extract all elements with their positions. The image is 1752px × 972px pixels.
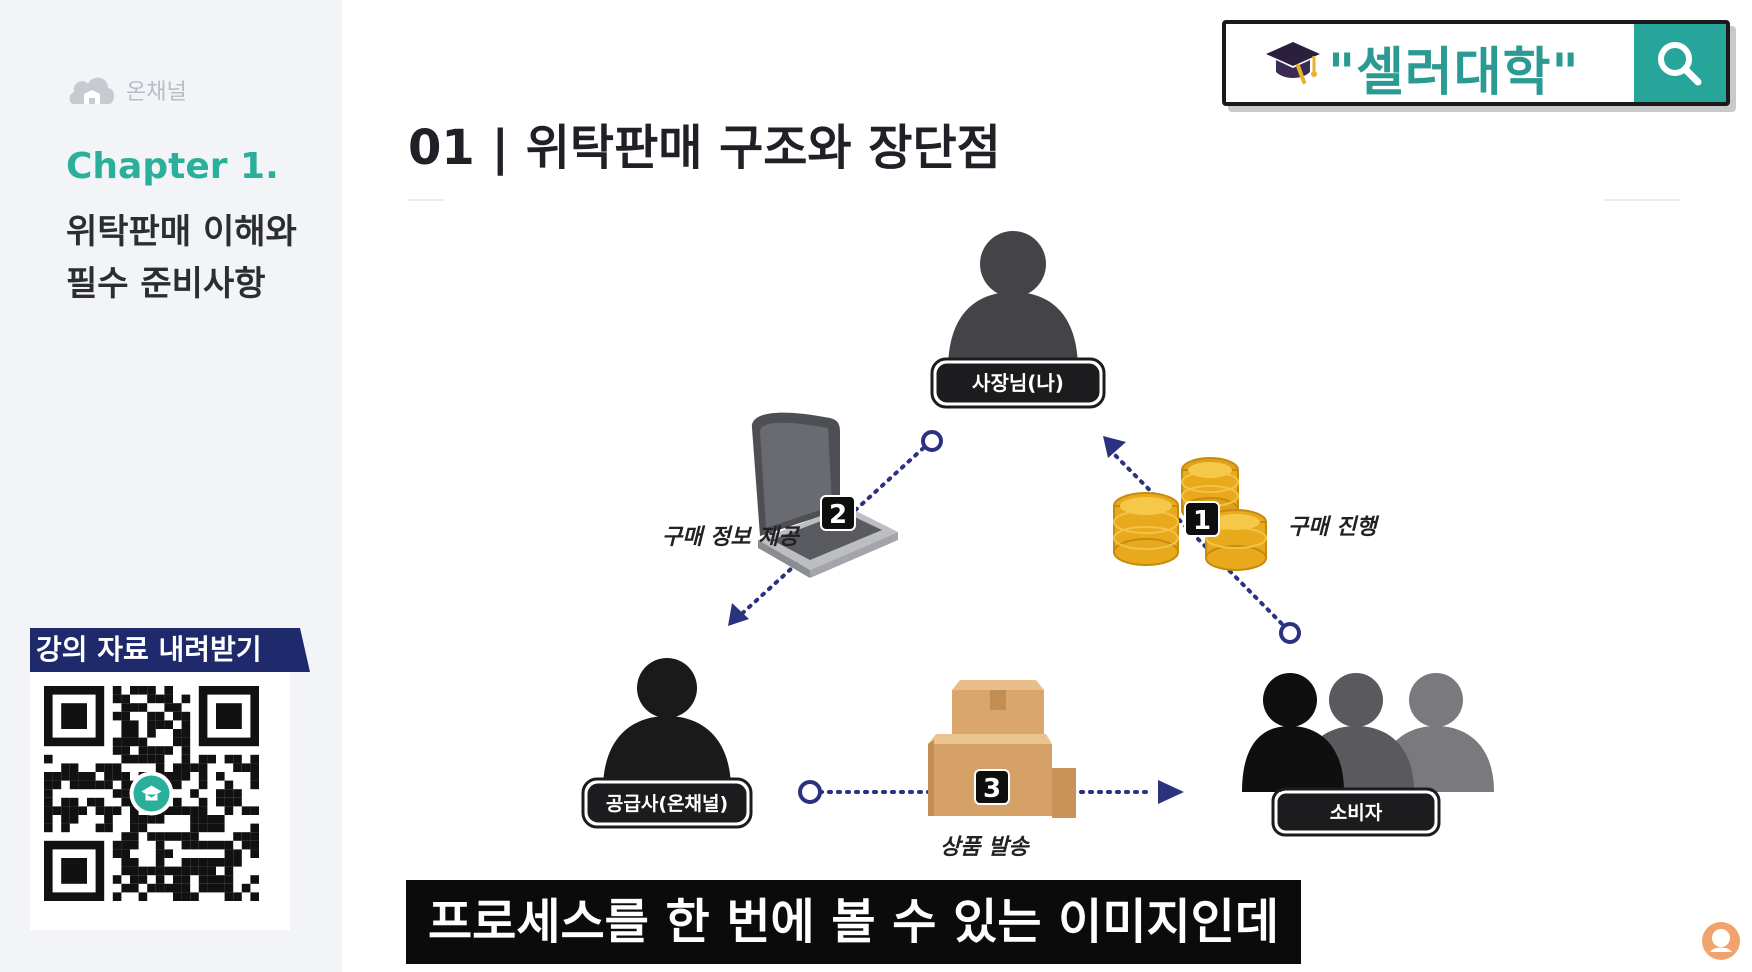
arrowhead-step3 [1158,780,1184,804]
consumer-label-pill: 소비자 [1271,787,1441,837]
step1-label: 구매 진행 [1288,515,1379,540]
title-divider-right [1604,199,1680,201]
start-marker-step3 [798,780,822,804]
consignment-process-diagram: 사장님(나) 공급사(온채널) 소비자 [581,231,1494,860]
owner-label-pill: 사장님(나) [930,357,1106,409]
search-button[interactable] [1634,24,1726,102]
consumers-group-icon [1242,673,1494,792]
chapter-title: 위탁판매 이해와 필수 준비사항 [66,206,336,310]
step2-label: 구매 정보 제공 [662,525,801,550]
owner-label: 사장님(나) [972,371,1064,395]
channel-watermark-icon [1702,922,1740,960]
consumer-label: 소비자 [1330,802,1383,824]
connector-owner-to-supplier [733,440,932,622]
arrowhead-step1 [1103,436,1126,458]
slide-title: 01 | 위탁판매 구조와 장단점 [408,120,1001,176]
supplier-label-pill: 공급사(온채널) [581,777,753,829]
boxes-icon: 3 [928,680,1076,818]
flow-arrowheads [728,436,1184,804]
brand-logo: 온채널 [66,70,187,110]
arrowhead-step2 [728,603,749,626]
chapter-number: Chapter 1. [66,146,279,187]
step3-badge: 3 [983,774,1001,804]
download-materials-label: 강의 자료 내려받기 [30,628,310,672]
chapter-title-line1: 위탁판매 이해와 [66,212,297,252]
chapter-title-line2: 필수 준비사항 [66,264,266,304]
download-qr-code[interactable] [30,672,290,930]
title-divider-left [408,199,444,201]
laptop-icon: 2 [751,412,898,578]
owner-person-icon [948,231,1078,370]
supplier-person-icon [603,658,731,790]
start-marker-step2 [921,430,943,452]
supplier-label: 공급사(온채널) [606,793,728,815]
step1-badge: 1 [1193,506,1211,536]
coins-icon: 1 [1113,457,1267,571]
start-marker-step1 [1279,622,1301,644]
search-icon[interactable] [1654,38,1704,88]
video-subtitle: 프로세스를 한 번에 볼 수 있는 이미지인데 [406,880,1301,964]
step3-label: 상품 발송 [940,835,1030,860]
graduation-cap-icon [1266,42,1320,84]
chapter-sidebar: 온채널 Chapter 1. 위탁판매 이해와 필수 준비사항 강의 자료 내려… [0,0,342,972]
flow-start-markers [798,430,1301,804]
qr-code-icon[interactable] [30,672,290,930]
connector-consumer-to-owner [1108,448,1290,632]
search-bar[interactable]: "셀러대학" [1222,20,1730,106]
onchannel-logo-icon [69,77,114,104]
brand-name: 온채널 [126,80,187,105]
step2-badge: 2 [829,500,847,530]
search-query[interactable]: "셀러대학" [1328,43,1580,103]
